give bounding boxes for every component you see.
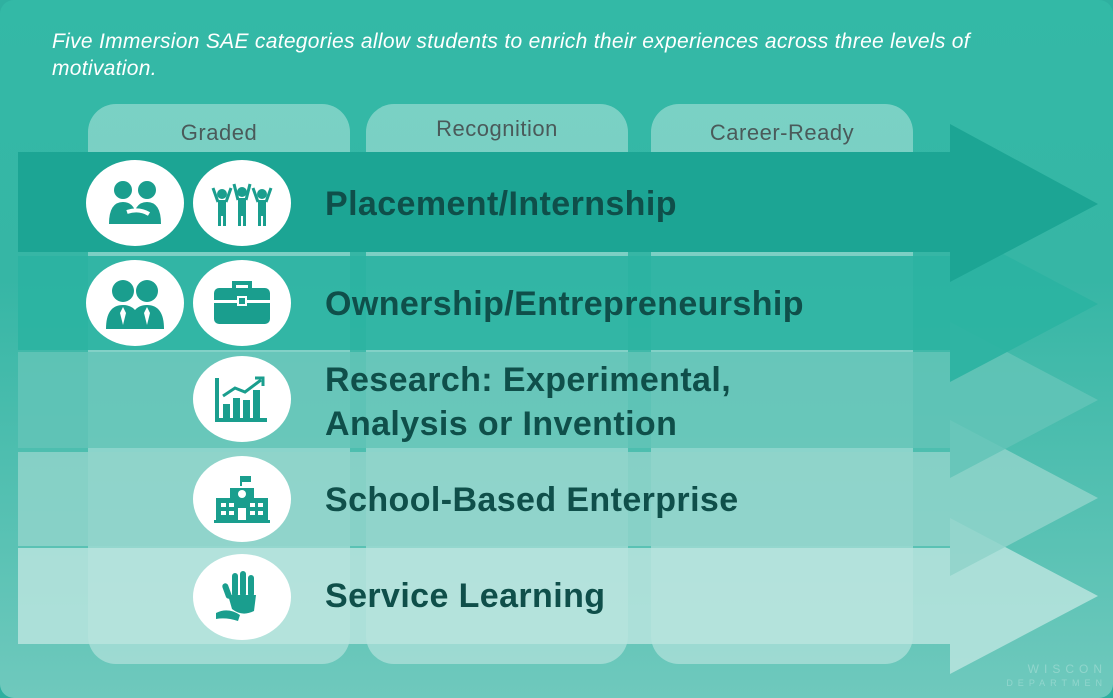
wisconsin-dpi-logo: WISCON DEPARTMEN — [1006, 662, 1107, 690]
category-label-research-line2: Analysis or Invention — [325, 405, 678, 443]
team-celebrating-icon — [193, 160, 291, 246]
arrow-band-placement — [18, 124, 1098, 282]
column-label-graded: Graded — [180, 120, 258, 145]
logo-line1: WISCON — [1027, 662, 1107, 676]
mentoring-people-icon — [86, 160, 184, 246]
school-building-icon — [193, 456, 291, 542]
arrow-band-school-based-enterprise — [18, 420, 1098, 576]
category-label-service-learning: Service Learning — [325, 577, 606, 615]
category-label-school-based-enterprise: School-Based Enterprise — [325, 481, 739, 519]
column-label-career-ready: Career-Ready — [709, 120, 855, 145]
arrow-band-research — [18, 322, 1098, 478]
category-label-placement-internship: Placement/Internship — [325, 185, 677, 223]
briefcase-icon — [193, 260, 291, 346]
category-label-research: Research: Experimental, Analysis or Inve… — [325, 358, 731, 446]
category-label-research-line1: Research: Experimental, — [325, 361, 732, 399]
business-partners-icon — [86, 260, 184, 346]
category-label-ownership-entrepreneurship: Ownership/Entrepreneurship — [325, 285, 804, 323]
intro-text: Five Immersion SAE categories allow stud… — [52, 30, 970, 80]
logo-line2: DEPARTMEN — [1006, 678, 1107, 688]
arrow-band-ownership — [18, 226, 1098, 382]
column-label-recognition: Recognition — [436, 116, 558, 141]
growth-chart-icon — [193, 356, 291, 442]
arrow-band-service-learning — [18, 518, 1098, 674]
helping-hands-icon — [193, 554, 291, 640]
